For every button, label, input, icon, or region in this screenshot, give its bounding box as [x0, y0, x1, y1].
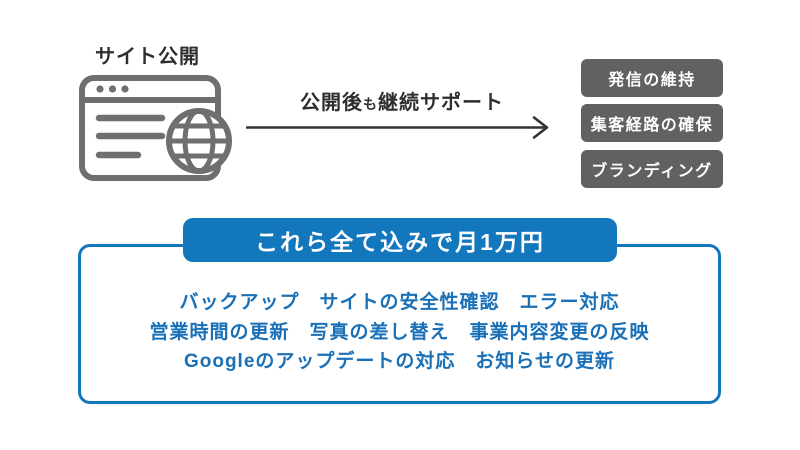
- browser-text-lines: [95, 114, 166, 159]
- benefit-box-label: 集客経路の確保: [590, 117, 714, 134]
- pricing-box: [78, 244, 721, 404]
- pricing-header-label: これら全て込みで月1万円: [255, 229, 545, 255]
- site-launch-label: サイト公開: [95, 46, 200, 68]
- benefit-box-label: 発信の維持: [608, 72, 696, 89]
- benefit-box-maintain-presence: 発信の維持: [581, 59, 723, 97]
- service-line: Googleのアップデートの対応 お知らせの更新: [183, 351, 616, 372]
- arrow-caption: 公開後も継続サポート: [250, 86, 554, 115]
- flow-arrow: [245, 116, 560, 140]
- arrow-caption-particle: も: [363, 96, 378, 112]
- arrow-caption-after: 継続サポート: [378, 92, 504, 114]
- benefit-box-customer-channels: 集客経路の確保: [581, 104, 723, 142]
- arrow-caption-before: 公開後: [300, 92, 363, 114]
- benefit-box-label: ブランディング: [591, 163, 713, 180]
- arrowhead: [532, 116, 549, 139]
- service-list: バックアップ サイトの安全性確認 エラー対応 営業時間の更新 写真の差し替え 事…: [78, 288, 721, 377]
- pricing-header-badge: これら全て込みで月1万円: [183, 218, 617, 262]
- service-line: 営業時間の更新 写真の差し替え 事業内容変更の反映: [149, 321, 650, 343]
- benefit-box-branding: ブランディング: [581, 150, 723, 188]
- service-line: バックアップ サイトの安全性確認 エラー対応: [179, 292, 620, 313]
- browser-toolbar-dots: [96, 85, 129, 93]
- browser-globe-icon: [78, 74, 234, 186]
- globe-glyph: [166, 108, 232, 174]
